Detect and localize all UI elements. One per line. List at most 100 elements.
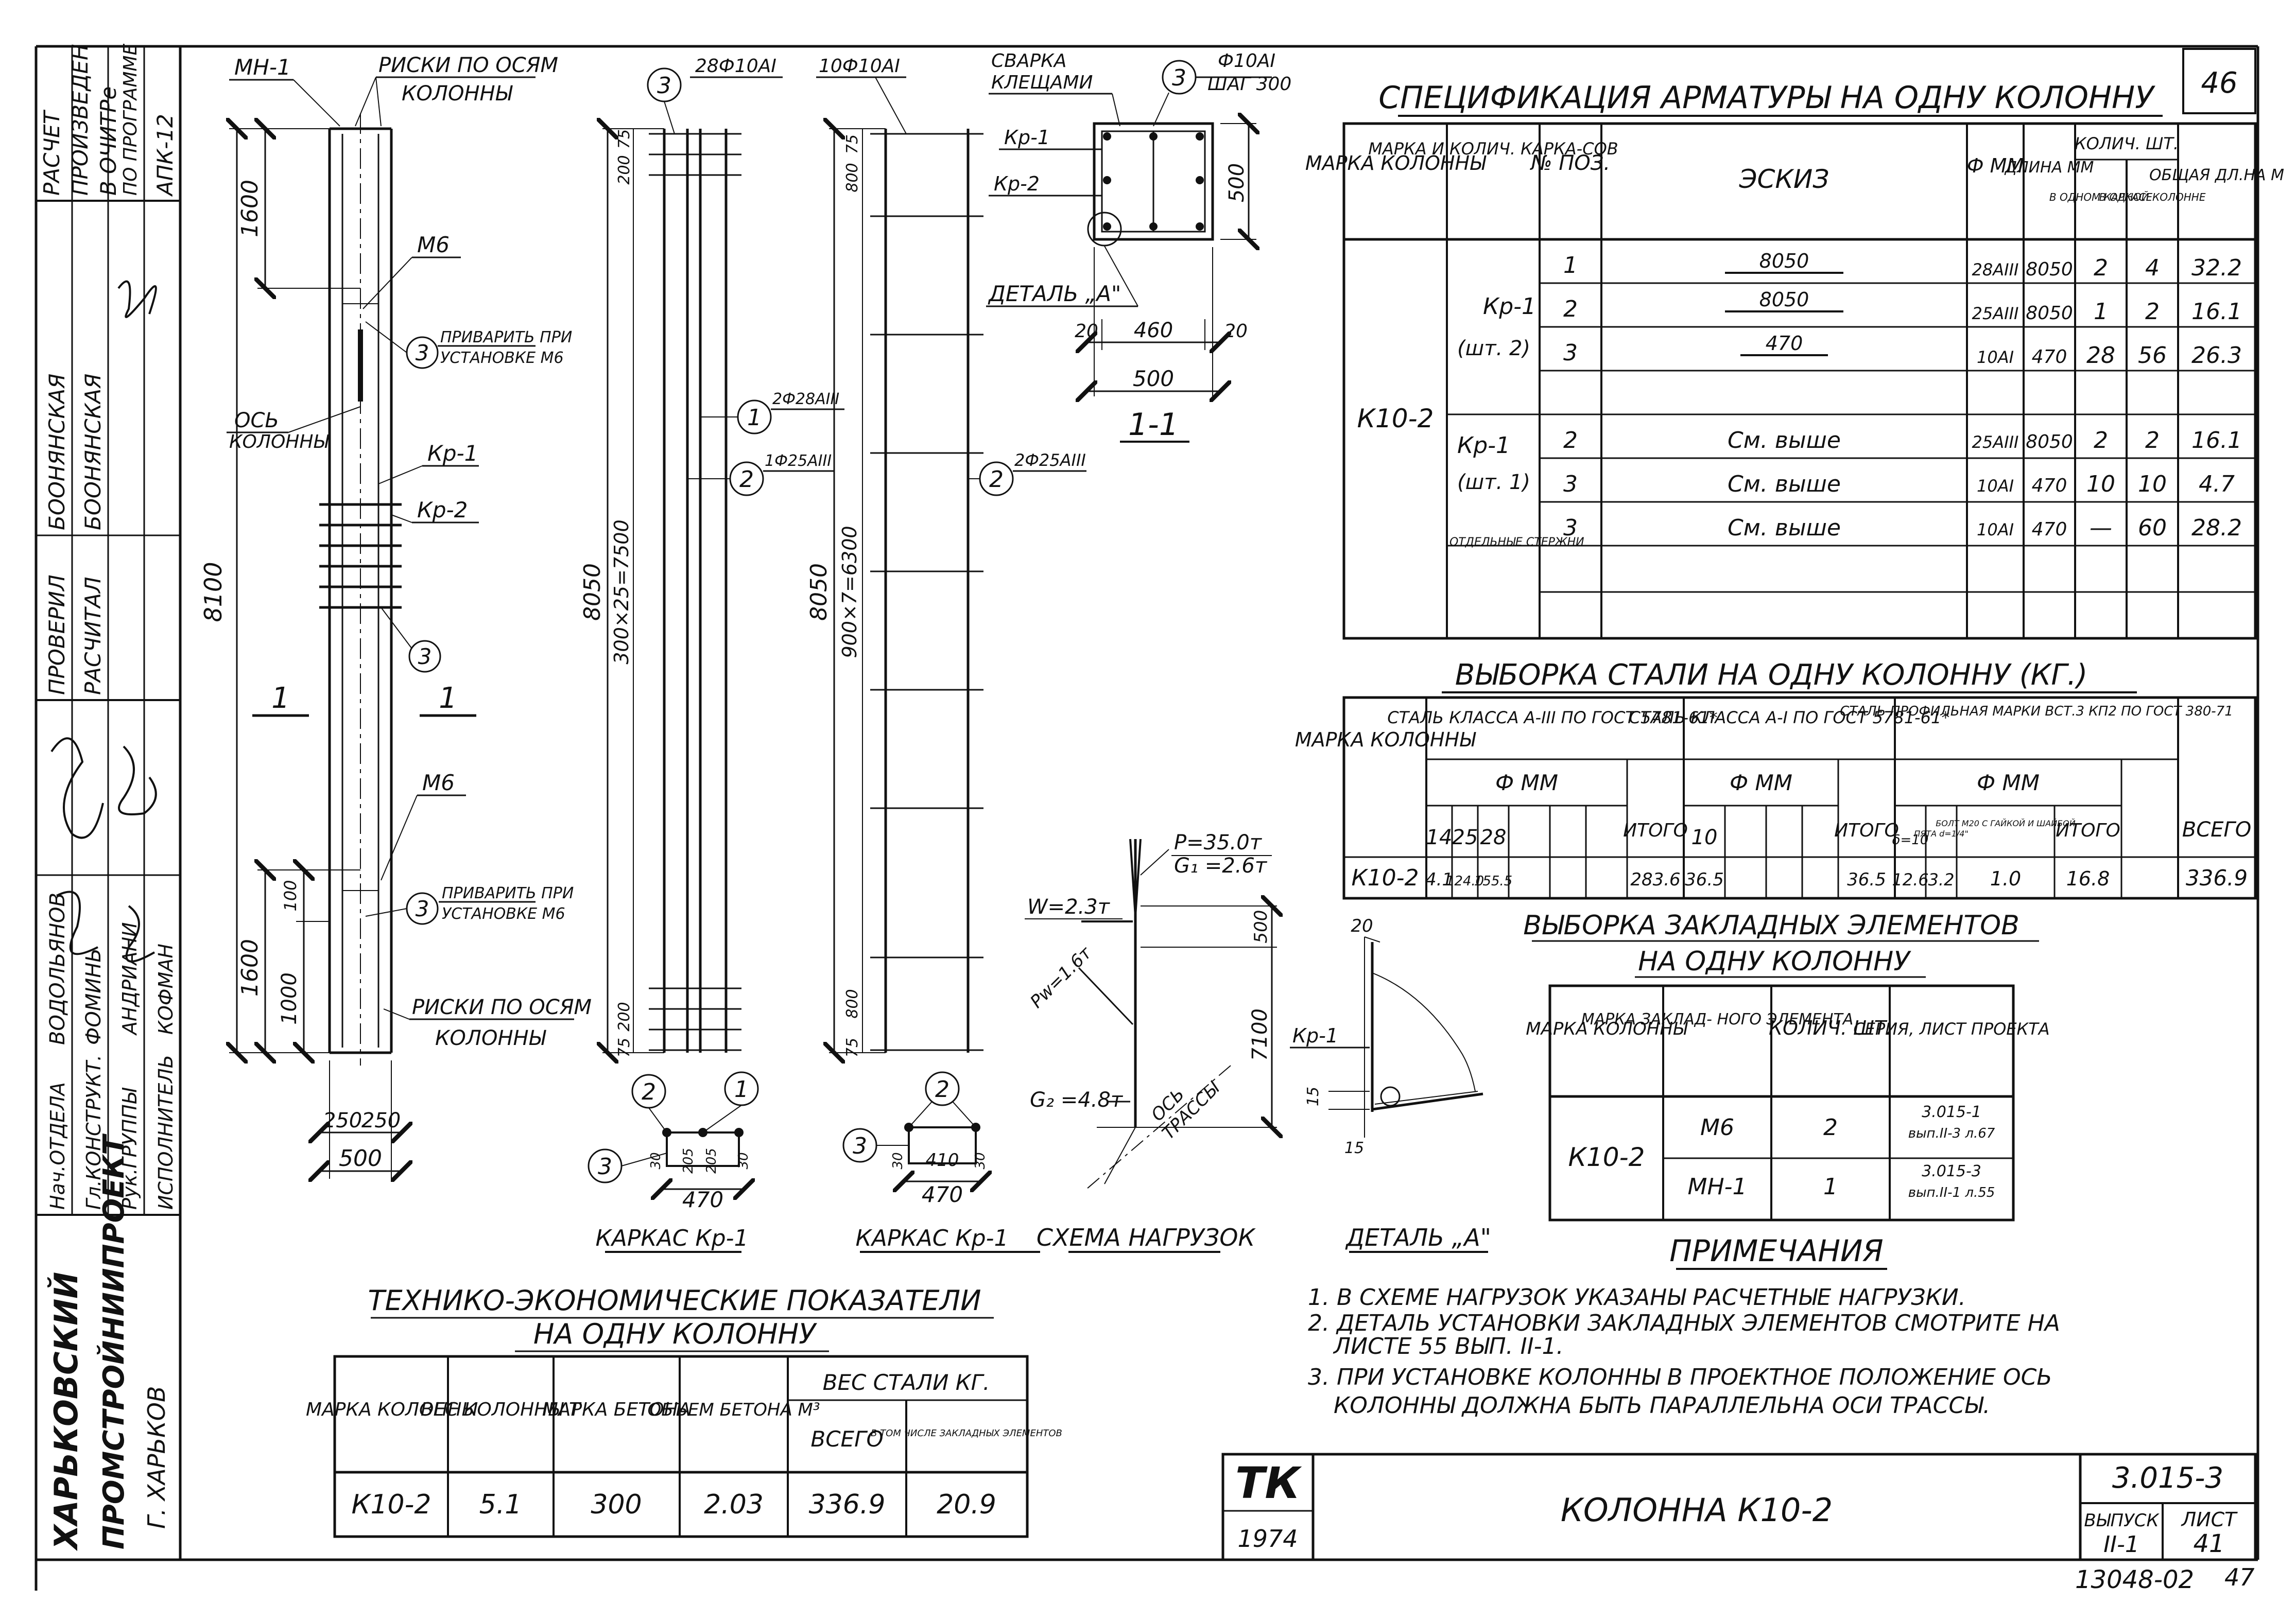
label-axis-1: ОСЬ [234,409,279,432]
steel-row: К10-2 4.1 124.0 155.5 283.6 36.5 36.5 12… [1351,865,2248,891]
svg-text:20.9: 20.9 [937,1489,996,1520]
label-kr1: Кр-1 [427,441,478,466]
frame-a-t200: 200 [615,155,633,184]
steel-title: ВЫБОРКА СТАЛИ НА ОДНУ КОЛОННУ (КГ.) [1455,658,2088,692]
note-3: 3. ПРИ УСТАНОВКЕ КОЛОННЫ В ПРОЕКТНОЕ ПОЛ… [1308,1364,2052,1390]
note-2: 2. ДЕТАЛЬ УСТАНОВКИ ЗАКЛАДНЫХ ЭЛЕМЕНТОВ … [1308,1310,2060,1336]
frame-b-d410: 410 [926,1150,959,1171]
frame-a-pos2-label: 1Ф25АIII [765,452,832,470]
section-height: 500 [1225,163,1249,202]
stamp-row-3-role: ВОДОЛЬЯНОВ [46,893,70,1045]
section-bar: Ф10АI [1218,50,1275,72]
frame-a-width: 470 [682,1187,723,1212]
svg-text:28.2: 28.2 [2191,515,2242,541]
svg-text:вып.II-3 л.67: вып.II-3 л.67 [1908,1126,1995,1141]
svg-text:2: 2 [2094,255,2108,281]
spec-row: 3 См. выше 10АI 470 — 60 28.2 [1563,515,2242,541]
label-weld-bottom-1: ПРИВАРИТЬ ПРИ [442,884,574,902]
detail-a-d15a: 15 [1304,1087,1322,1106]
svg-text:4.1: 4.1 [1425,869,1453,890]
svg-text:470: 470 [2032,519,2067,540]
svg-text:3: 3 [1563,340,1578,366]
label-axis-marks-bottom-1: РИСКИ ПО ОСЯМ [412,996,592,1019]
title-series: 3.015-3 [2112,1461,2223,1495]
sheet-border [34,45,2259,1591]
page-number-top: 46 [2201,66,2237,100]
steel-g3: СТАЛЬ ПРОФИЛЬНАЯ МАРКИ ВСТ.3 КП2 ПО ГОСТ… [1840,704,2233,719]
steel-itogo-1: ИТОГО [1623,820,1688,841]
svg-text:См. выше: См. выше [1728,427,1841,454]
embedded-h-4: СЕРИЯ, ЛИСТ ПРОЕКТА [1853,1019,2049,1039]
svg-text:2: 2 [1563,296,1578,322]
svg-text:2.03: 2.03 [704,1489,764,1520]
svg-text:3.015-1: 3.015-1 [1922,1103,1981,1121]
inventory-number: 13048-02 [2075,1565,2194,1594]
tep-h-volume: ОБЪЕМ БЕТОНА М³ [648,1400,820,1420]
svg-text:10: 10 [2138,471,2167,497]
svg-text:К10-2: К10-2 [1351,865,1419,891]
section-width: 500 [1133,366,1174,391]
frame-a: 8050 300×25=7500 75 200 200 75 3 28Ф10АI… [579,56,844,1253]
svg-text:См. выше: См. выше [1728,515,1841,541]
frame-b-width: 470 [922,1182,963,1207]
svg-text:3.015-3: 3.015-3 [1922,1162,1981,1180]
svg-text:вып.II-1 л.55: вып.II-1 л.55 [1908,1185,1995,1200]
svg-text:283.6: 283.6 [1630,869,1680,890]
section-weld-2: КЛЕЩАМИ [991,72,1093,93]
pos-3-label-c: 3 [416,896,429,921]
svg-text:2: 2 [2145,427,2160,454]
dim-top-1600: 1600 [237,180,263,237]
frame-a-b200: 200 [615,1002,633,1031]
svg-text:16.8: 16.8 [2066,867,2110,890]
calc-note-2: ПРОИЗВЕДЕН [67,44,93,196]
spec-h-len: ДЛИНА ММ [2004,159,2094,177]
pos-3-label-a: 3 [416,340,429,365]
svg-text:2: 2 [1823,1114,1838,1141]
svg-text:10АI: 10АI [1977,520,2014,539]
svg-text:28: 28 [1480,826,1507,849]
steel-g2: СТАЛЬ КЛАССА А-I ПО ГОСТ 5781-61* [1629,708,1950,727]
svg-text:10АI: 10АI [1977,347,2014,367]
spec-g1-count: (шт. 2) [1457,337,1530,360]
frame-b-sec-pos2-bubble [925,1071,960,1106]
calc-note-5: АПК-12 [152,114,178,197]
embedded-h-1: МАРКА КОЛОННЫ [1526,1019,1688,1039]
section-d460: 460 [1134,319,1173,342]
label-axis-marks-top-2: КОЛОННЫ [402,82,513,106]
spec-row: 3 470 10АI 470 28 56 26.3 [1563,332,2242,369]
svg-text:См. выше: См. выше [1728,471,1841,497]
svg-text:470: 470 [1766,332,1803,355]
signature-2 [50,737,104,839]
embedded-h-2: МАРКА ЗАКЛАД- НОГО ЭЛЕМЕНТА [1581,1010,1854,1029]
dim-bottom-1600: 1600 [237,939,263,997]
detail-a-marker [1087,212,1122,247]
stamp-row-4-role: Нач.ОТДЕЛА [46,1082,69,1210]
svg-text:8050: 8050 [2026,431,2073,452]
svg-text:К10-2: К10-2 [352,1489,431,1520]
frame-a-total: 8050 [579,563,606,621]
org-name-1: ХАРЬКОВСКИЙ [47,1272,85,1552]
spec-h-dia: Ф ММ [1967,154,2024,177]
frame-b-pos2-label: 2Ф25АIII [1014,450,1086,470]
label-weld-top-1: ПРИВАРИТЬ ПРИ [440,328,572,346]
spec-h-total: ОБЩАЯ ДЛ.НА М [2149,166,2284,184]
svg-text:МН-1: МН-1 [1688,1174,1747,1200]
frame-b-b75: 75 [843,1038,861,1057]
detail-a: 20 Кр-1 15 15 ДЕТАЛЬ „А" [1290,916,1491,1253]
svg-text:8050: 8050 [2026,259,2073,280]
stamp-row-1-name: БООНЯНСКАЯ [80,374,106,530]
svg-text:28АIII: 28АIII [1972,260,2019,280]
spec-table: СПЕЦИФИКАЦИЯ АРМАТУРЫ НА ОДНУ КОЛОННУ М [1305,80,2284,640]
frame-a-pitch: 300×25=7500 [610,519,633,664]
steel-table: ВЫБОРКА СТАЛИ НА ОДНУ КОЛОННУ (КГ.) [1295,658,2257,900]
svg-text:470: 470 [2032,475,2067,496]
title-year: 1974 [1237,1525,1298,1553]
frame-b-d30a: 30 [890,1152,906,1169]
svg-text:336.9: 336.9 [2186,865,2248,891]
frame-a-d205b: 205 [704,1148,719,1174]
frame-b: 8050 900×7=6300 75 800 800 75 10Ф10АI 2 … [806,56,1086,1253]
svg-text:ПЯТА d=1/4": ПЯТА d=1/4" [1914,829,1969,839]
dim-bottom-1000: 1000 [278,972,301,1025]
